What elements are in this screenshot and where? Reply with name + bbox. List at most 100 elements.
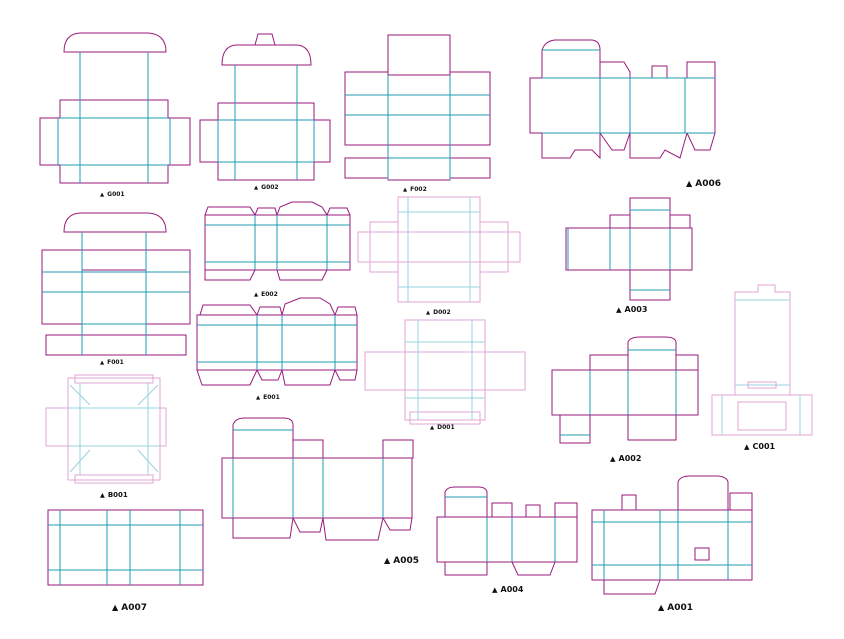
cut-line (554, 502, 578, 518)
cut-line (397, 196, 481, 303)
cut-line (217, 102, 315, 121)
cut-line (276, 269, 328, 281)
triangle-up-icon: ▲ (254, 292, 259, 298)
cut-line (254, 207, 278, 216)
dieline-b001 (45, 374, 167, 484)
fold-line (137, 384, 159, 406)
label-c001: ▲C001 (744, 442, 776, 451)
cut-line (669, 214, 691, 229)
cut-line (711, 394, 813, 436)
fold-line (69, 384, 91, 406)
cut-line (326, 207, 351, 216)
cut-line (629, 197, 671, 229)
triangle-up-icon: ▲ (744, 442, 750, 451)
cut-line (675, 354, 699, 371)
label-a006: ▲A006 (686, 178, 721, 189)
cut-line (344, 94, 491, 146)
cut-line (734, 284, 791, 395)
cut-line (629, 269, 671, 301)
cut-line (74, 474, 154, 484)
dieline-d002 (357, 196, 521, 303)
dieline-c001 (711, 284, 813, 436)
cut-line (344, 71, 389, 96)
dieline-f002 (344, 34, 491, 181)
cut-line (559, 414, 591, 444)
dieline-a002 (551, 336, 699, 444)
cut-line (232, 517, 294, 539)
label-e001: ▲E001 (256, 394, 280, 401)
cut-line (364, 351, 526, 391)
triangle-up-icon: ▲ (616, 305, 622, 314)
cut-line (627, 414, 677, 441)
cut-line (541, 39, 601, 78)
triangle-up-icon: ▲ (384, 555, 391, 565)
cut-line (63, 212, 167, 233)
label-g001: ▲G001 (100, 191, 125, 198)
cut-line (686, 61, 716, 78)
cut-line (281, 297, 336, 316)
triangle-up-icon: ▲ (254, 185, 259, 191)
label-a003: ▲A003 (616, 305, 648, 314)
triangle-up-icon: ▲ (403, 187, 408, 193)
triangle-up-icon: ▲ (426, 310, 431, 316)
cut-line (221, 44, 312, 66)
label-g002: ▲G002 (254, 184, 279, 191)
triangle-up-icon: ▲ (610, 454, 616, 463)
cut-line (409, 411, 481, 425)
cut-line (686, 132, 716, 151)
label-b001: ▲B001 (100, 491, 128, 499)
cut-line (39, 117, 191, 166)
triangle-up-icon: ▲ (100, 360, 105, 366)
cut-line (334, 306, 358, 316)
label-f002: ▲F002 (403, 186, 427, 193)
cut-line (74, 374, 154, 384)
cut-line (59, 99, 169, 119)
cut-line (63, 32, 167, 53)
dieline-a004 (436, 486, 578, 576)
label-e002: ▲E002 (254, 291, 278, 298)
cut-line (449, 71, 491, 96)
cut-line (629, 132, 688, 159)
cut-line (609, 214, 631, 229)
cut-line (196, 314, 358, 371)
cut-line (234, 64, 298, 104)
cut-line (541, 133, 601, 160)
cut-line (591, 509, 753, 581)
dieline-g001 (39, 32, 191, 184)
cut-line (322, 517, 384, 541)
cut-line (599, 132, 631, 151)
triangle-up-icon: ▲ (686, 178, 693, 188)
cut-line (479, 221, 509, 273)
dieline-a007 (47, 509, 204, 586)
fold-line (69, 449, 91, 473)
cut-line (41, 271, 191, 293)
dieline-e002 (204, 201, 351, 281)
cut-line (565, 227, 693, 271)
cut-line (599, 61, 631, 78)
cut-line (45, 334, 187, 356)
cut-line (603, 579, 661, 595)
cut-line (254, 33, 276, 46)
cut-line (292, 517, 324, 533)
cut-line (404, 319, 486, 421)
cut-line (369, 221, 399, 273)
cut-line (387, 34, 451, 76)
cut-line (256, 306, 283, 316)
cut-line (67, 377, 161, 481)
cut-line (41, 249, 191, 273)
cut-line (217, 161, 315, 181)
cut-line (59, 164, 169, 184)
cut-line (79, 51, 149, 101)
label-a004: ▲A004 (492, 585, 524, 594)
dieline-a005 (221, 417, 414, 541)
cut-line (729, 492, 753, 511)
cut-line (276, 201, 328, 216)
cut-line (627, 336, 677, 370)
triangle-up-icon: ▲ (430, 425, 435, 431)
cut-line (41, 291, 191, 325)
cut-line (199, 119, 331, 163)
cut-line (292, 439, 324, 459)
dieline-g002 (199, 33, 331, 181)
